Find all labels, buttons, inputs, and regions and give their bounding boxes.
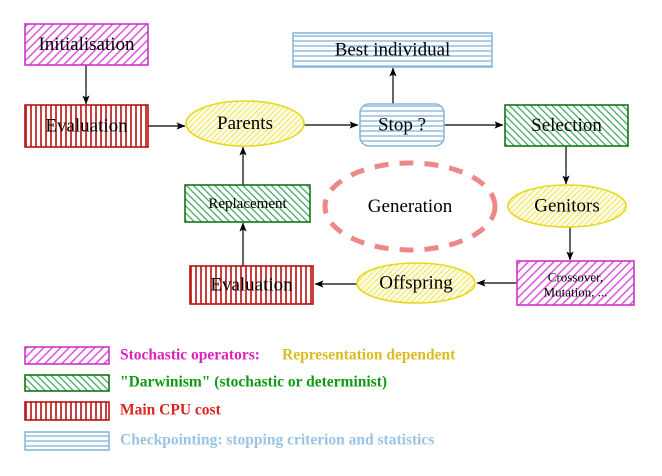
node-label-generation: Generation <box>368 196 453 217</box>
node-shape-genitors <box>507 184 627 228</box>
node-evaluation-top[interactable]: Evaluation <box>24 104 149 148</box>
node-label-replacement: Replacement <box>208 196 287 212</box>
node-shape-crossover-mutation <box>516 260 635 306</box>
node-shape-generation <box>322 160 498 253</box>
node-label-evaluation-bottom: Evaluation <box>210 274 293 295</box>
legend-layer: Stochastic operators: Representation depe… <box>24 346 456 451</box>
legend-swatch-darwinism <box>24 374 110 392</box>
legend-item-main-cpu-cost: Main CPU cost <box>24 401 222 421</box>
node-generation[interactable]: Generation <box>322 160 498 253</box>
legend-swatch-checkpointing <box>24 431 110 451</box>
legend-item-checkpointing: Checkpointing: stopping criterion and st… <box>24 431 434 451</box>
node-selection[interactable]: Selection <box>504 104 629 147</box>
node-best-individual[interactable]: Best individual <box>292 32 493 68</box>
legend-item-darwinism: "Darwinism" (stochastic or determinist) <box>24 374 387 392</box>
node-offspring[interactable]: Offspring <box>356 262 476 304</box>
legend-label-main-cpu-cost: Main CPU cost <box>120 402 222 419</box>
node-label-selection: Selection <box>531 115 602 136</box>
node-shape-best-individual <box>292 32 493 68</box>
node-shape-selection <box>504 104 629 147</box>
node-parents[interactable]: Parents <box>185 100 305 147</box>
node-label-crossover-mutation: Crossover,Mutation, ... <box>544 269 608 299</box>
edges-layer <box>82 65 574 288</box>
node-crossover-mutation[interactable]: Crossover,Mutation, ... <box>516 260 635 306</box>
legend-label-extra-stochastic-operators: Representation dependent <box>282 347 456 364</box>
node-label-best-individual: Best individual <box>335 39 451 60</box>
node-label-stop: Stop ? <box>378 114 426 135</box>
node-evaluation-bottom[interactable]: Evaluation <box>189 265 314 305</box>
node-shape-evaluation-bottom <box>189 265 314 305</box>
legend-label-stochastic-operators: Stochastic operators: <box>120 347 260 364</box>
legend-swatch-stochastic-operators <box>24 346 110 365</box>
node-initialisation[interactable]: Initialisation <box>24 23 149 66</box>
node-shape-stop <box>359 103 445 147</box>
legend-swatch-main-cpu-cost <box>24 401 110 421</box>
node-stop[interactable]: Stop ? <box>359 103 445 147</box>
node-label-initialisation: Initialisation <box>38 34 135 55</box>
node-shape-replacement <box>184 184 311 223</box>
legend-label-checkpointing: Checkpointing: stopping criterion and st… <box>120 432 434 449</box>
node-genitors[interactable]: Genitors <box>507 184 627 228</box>
node-shape-initialisation <box>24 23 149 66</box>
node-shape-evaluation-top <box>24 104 149 148</box>
node-replacement[interactable]: Replacement <box>184 184 311 223</box>
legend-item-stochastic-operators: Stochastic operators: Representation depe… <box>24 346 456 365</box>
legend-label-darwinism: "Darwinism" (stochastic or determinist) <box>120 374 387 391</box>
node-label-offspring: Offspring <box>379 272 453 293</box>
node-shape-offspring <box>356 262 476 304</box>
node-shape-parents <box>185 100 305 147</box>
node-label-genitors: Genitors <box>534 195 599 216</box>
node-label-evaluation-top: Evaluation <box>45 115 128 136</box>
node-label-parents: Parents <box>217 113 273 134</box>
